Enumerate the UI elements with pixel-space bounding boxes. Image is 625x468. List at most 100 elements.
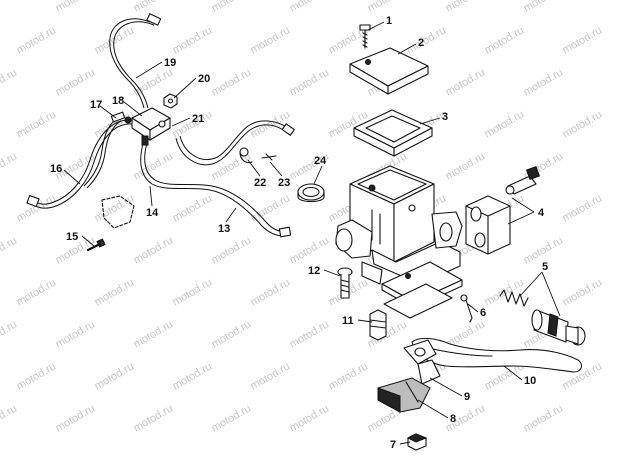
bolt-12 [337, 267, 353, 299]
watermark-text: motod.ru [561, 108, 605, 140]
watermark-text: motod.ru [132, 234, 176, 266]
watermark-text: motod.ru [522, 0, 566, 15]
callout-14: 14 [146, 207, 159, 219]
watermark-text: motod.ru [249, 276, 293, 308]
watermark-text: motod.ru [171, 360, 215, 392]
reservoir-cover [349, 47, 429, 95]
callout-16: 16 [50, 163, 62, 175]
callout-22: 22 [254, 177, 266, 189]
callout-2: 2 [418, 37, 424, 49]
watermark-text: motod.ru [93, 276, 137, 308]
callout-4: 4 [538, 207, 545, 219]
clip-23 [261, 153, 277, 161]
watermark-text: motod.ru [444, 0, 488, 15]
watermark-text: motod.ru [54, 66, 98, 98]
hose-bracket [101, 195, 135, 229]
callout-8: 8 [450, 413, 456, 425]
watermark-text: motod.ru [288, 402, 332, 434]
callout-19: 19 [164, 57, 176, 69]
watermark-text: motod.ru [444, 150, 488, 182]
watermark-layer: motod.ru motod.ru motod.ru motod.ru motod.ru… [0, 0, 604, 435]
brake-lever [403, 337, 583, 385]
mount-plates [381, 261, 463, 319]
watermark-text: motod.ru [561, 24, 605, 56]
watermark-text: motod.ru [249, 24, 293, 56]
watermark-text: motod.ru [0, 0, 19, 15]
clip-22 [239, 147, 253, 164]
watermark-text: motod.ru [132, 318, 176, 350]
callout-10: 10 [524, 375, 536, 387]
nut-7 [406, 433, 428, 451]
watermark-text: motod.ru [0, 402, 19, 434]
watermark-text: motod.ru [54, 318, 98, 350]
watermark-text: motod.ru [561, 276, 605, 308]
watermark-text: motod.ru [210, 402, 254, 434]
watermark-text: motod.ru [0, 66, 19, 98]
watermark-text: motod.ru [171, 24, 215, 56]
watermark-text: motod.ru [288, 66, 332, 98]
hose-21 [175, 120, 295, 166]
leader-lines [63, 21, 561, 445]
watermark-text: motod.ru [210, 66, 254, 98]
screw-1 [359, 24, 371, 49]
watermark-text: motod.ru [93, 360, 137, 392]
seal-ring [297, 183, 325, 203]
callout-23: 23 [278, 177, 290, 189]
watermark-text: motod.ru [210, 234, 254, 266]
watermark-text: motod.ru [288, 0, 332, 15]
watermark-text: motod.ru [561, 192, 605, 224]
watermark-text: motod.ru [15, 276, 59, 308]
hose-19 [109, 13, 162, 109]
clamp-4 [465, 165, 541, 255]
screw-15 [86, 238, 106, 252]
callout-12: 12 [308, 265, 320, 277]
callout-9: 9 [464, 391, 470, 403]
callout-3: 3 [442, 111, 448, 123]
watermark-text: motod.ru [132, 402, 176, 434]
watermark-text: motod.ru [405, 24, 449, 56]
spring-piston-5 [499, 289, 586, 346]
watermark-text: motod.ru [444, 66, 488, 98]
watermark-text: motod.ru [522, 402, 566, 434]
nut-20 [163, 93, 178, 109]
watermark-text: motod.ru [288, 234, 332, 266]
master-cylinder-body [335, 165, 463, 285]
watermark-text: motod.ru [327, 360, 371, 392]
watermark-text: motod.ru [0, 150, 19, 182]
watermark-text: motod.ru [171, 276, 215, 308]
diaphragm-gasket [353, 109, 433, 157]
callout-17: 17 [90, 99, 102, 111]
watermark-text: motod.ru [15, 108, 59, 140]
watermark-text: motod.ru [210, 318, 254, 350]
watermark-text: motod.ru [171, 192, 215, 224]
watermark-text: motod.ru [483, 108, 527, 140]
junction-block [124, 107, 171, 146]
watermark-text: motod.ru [15, 360, 59, 392]
watermark-text: motod.ru [54, 0, 98, 15]
callout-21: 21 [192, 113, 204, 125]
callout-7: 7 [390, 439, 396, 451]
callout-15: 15 [66, 231, 78, 243]
watermark-text: motod.ru [0, 234, 19, 266]
watermark-text: motod.ru [0, 318, 19, 350]
pin-6 [460, 294, 473, 323]
watermark-text: motod.ru [483, 24, 527, 56]
watermark-text: motod.ru [210, 0, 254, 15]
callout-6: 6 [480, 307, 486, 319]
hose-16-17 [26, 111, 134, 209]
watermark-text: motod.ru [249, 360, 293, 392]
watermark-text: motod.ru [366, 0, 410, 15]
watermark-text: motod.ru [288, 318, 332, 350]
watermark-text: motod.ru [54, 402, 98, 434]
callout-labels: 1 2 3 4 5 6 7 8 9 10 11 12 13 14 15 16 1… [50, 15, 548, 451]
hose-14-13 [140, 139, 292, 238]
watermark-text: motod.ru [132, 150, 176, 182]
callout-18: 18 [112, 95, 124, 107]
callout-11: 11 [342, 315, 354, 327]
callout-5: 5 [542, 261, 548, 273]
watermark-text: motod.ru [15, 24, 59, 56]
watermark-text: motod.ru [15, 192, 59, 224]
callout-13: 13 [218, 223, 230, 235]
watermark-text: motod.ru [132, 0, 176, 15]
